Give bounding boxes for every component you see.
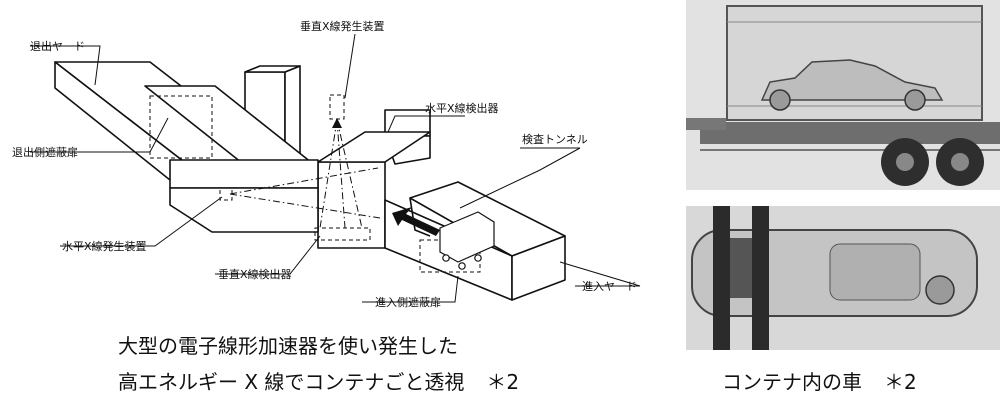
label-entry-yard: 進入ヤード <box>582 280 637 293</box>
photo-caption-text: コンテナ内の車 <box>722 370 862 394</box>
caption-line-1: 大型の電子線形加速器を使い発生した <box>118 334 458 358</box>
label-entry-shield-door: 進入側遮蔽扉 <box>375 295 441 309</box>
caption-line-2-note: ＊2 <box>486 370 520 394</box>
photo-caption-note: ＊2 <box>884 370 917 394</box>
entry-end <box>511 235 566 301</box>
label-inspection-tunnel: 検査トンネル <box>522 132 588 146</box>
leader-lines <box>30 33 641 303</box>
label-horizontal-detector: 水平X線検出器 <box>425 101 499 115</box>
facility-drawing <box>54 61 566 301</box>
direction-arrow-icon <box>392 207 440 236</box>
vertical-detector-box <box>314 227 371 241</box>
label-vertical-detector: 垂直X線検出器 <box>218 267 292 281</box>
tunnel-front <box>317 161 386 249</box>
beam-marker-arrow <box>332 118 342 128</box>
shield-block-top <box>244 65 301 73</box>
left-wing-front <box>169 187 319 233</box>
label-exit-yard: 退出ヤード <box>30 39 85 53</box>
label-horizontal-generator: 水平X線発生装置 <box>62 239 147 253</box>
xray-top-view-image <box>686 206 1000 350</box>
label-vertical-generator: 垂直X線発生装置 <box>300 19 385 33</box>
photo-caption: コンテナ内の車 ＊2 <box>722 366 917 395</box>
vertical-generator-box <box>329 94 345 120</box>
caption-line-2-text: 高エネルギー X 線でコンテナごと透視 <box>118 370 465 394</box>
left-wing-top <box>169 159 319 189</box>
xray-side-view-image <box>686 0 1000 190</box>
vehicle-drawing <box>439 211 495 270</box>
label-exit-shield-door: 退出側遮蔽扉 <box>12 145 78 159</box>
tunnel-top <box>317 131 431 163</box>
exit-door-outline <box>149 95 213 159</box>
entry-door-line <box>409 197 431 237</box>
caption-line-2: 高エネルギー X 線でコンテナごと透視 ＊2 <box>118 366 519 395</box>
xray-beams <box>229 119 381 229</box>
